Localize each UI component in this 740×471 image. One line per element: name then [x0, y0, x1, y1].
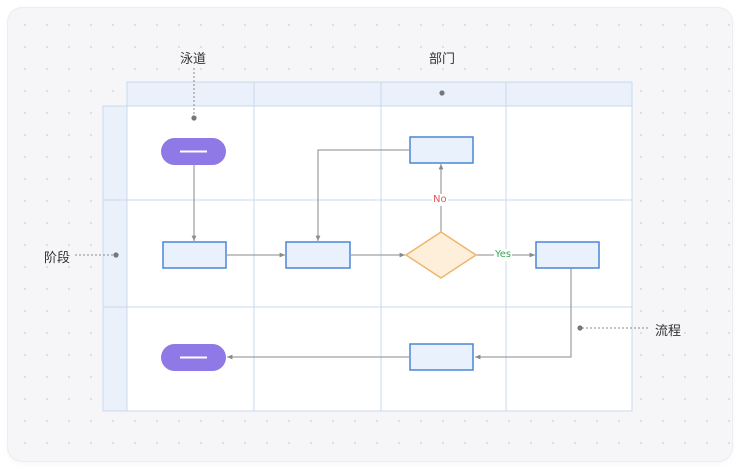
yes-edge-label: Yes — [494, 249, 513, 261]
process-steps — [162, 136, 600, 371]
connector-top-step-loop — [315, 149, 409, 241]
phase-dividers — [103, 199, 632, 308]
process-callout-label: 流程 — [655, 324, 682, 339]
department-callout-label: 部门 — [429, 52, 456, 67]
callout-leaders — [75, 68, 650, 329]
phase-callout-label: 阶段 — [44, 251, 71, 266]
process-step-right — [535, 241, 600, 269]
lane-dividers — [253, 82, 507, 411]
lane-callout-label: 泳道 — [180, 52, 207, 67]
process-step-2 — [285, 241, 351, 269]
process-step-1 — [162, 241, 227, 269]
connector-right-step-down — [475, 268, 572, 360]
connectors — [191, 149, 572, 360]
process-step-bottom — [409, 343, 474, 371]
process-step-top — [409, 136, 474, 164]
decision-diamond — [404, 231, 478, 279]
no-edge-label: No — [432, 194, 448, 206]
callout-dots — [113, 90, 583, 331]
department-header-row — [126, 81, 633, 107]
phase-header-column — [102, 105, 128, 412]
